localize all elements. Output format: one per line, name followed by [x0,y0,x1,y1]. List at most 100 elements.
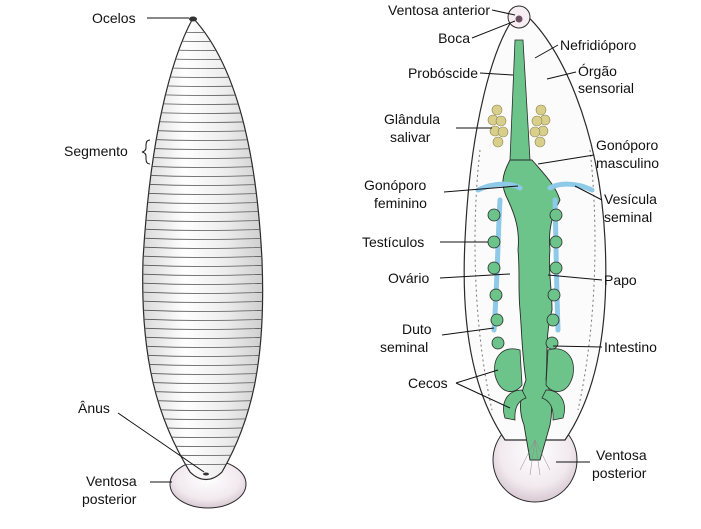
segment-ring [142,407,263,411]
segment-brace [141,139,151,165]
leader-ovario [439,273,511,279]
label-proboscide: Probóscide [408,65,478,81]
label-intestino: Intestino [604,339,657,355]
external-leech [142,16,264,509]
segment-ring [142,290,263,294]
segment-ring [142,146,263,150]
segment-ring [142,47,263,51]
leader-cecos-2 [455,382,511,409]
leader-gonoporo-masculino [537,154,595,165]
segment-ring [142,218,263,222]
segment-ring [142,200,263,204]
label-orgao-1: Órgão [578,63,617,79]
leader-proboscide [479,72,514,76]
body-segment-rings [142,29,263,465]
label-orgao-2: sensorial [578,80,634,96]
ocelli-spot [189,16,197,22]
segment-ring [142,29,263,33]
segment-ring [142,173,263,177]
segment-ring [142,398,263,402]
leader-cecos-1 [455,369,499,384]
label-ventosa-posterior-right-2: posterior [592,465,647,481]
segment-ring [142,182,263,186]
segment-ring [142,335,263,339]
segment-ring [142,83,263,87]
segment-ring [142,128,263,132]
segment-ring [142,434,263,438]
label-vesicula-2: seminal [604,209,652,225]
label-ventosa-posterior-left-2: posterior [82,491,137,507]
segment-ring [142,326,263,330]
label-gonoporo-f-1: Gonóporo [364,177,426,193]
leader-nefridioporo [534,44,559,59]
segment-ring [142,227,263,231]
segment-ring [142,191,263,195]
label-gonoporo-m-1: Gonóporo [596,137,658,153]
label-segmento: Segmento [64,143,128,159]
label-glandula-1: Glândula [384,111,440,127]
segment-ring [142,254,263,258]
segment-ring [142,425,263,429]
segment-ring [142,263,263,267]
leader-orgao-sensorial [546,71,577,80]
segment-ring [142,461,263,465]
nephridia-band-right [577,149,596,411]
leader-boca [471,20,516,39]
label-ocelos: Ocelos [92,10,136,26]
segment-ring [142,245,263,249]
salivary-glands [487,104,551,148]
leader-vesicula-seminal [574,185,603,201]
label-anus: Ânus [78,400,110,416]
nephridia-band-left [474,149,493,411]
segment-ring [142,380,263,384]
label-vesicula-1: Vesícula [604,191,657,207]
segment-ring [142,236,263,240]
label-papo: Papo [604,272,637,288]
internal-leech [463,5,607,503]
segment-ring [142,164,263,168]
segment-ring [142,281,263,285]
segment-ring [142,344,263,348]
leader-intestino [552,345,603,348]
segment-ring [142,416,263,420]
segment-ring [142,155,263,159]
segment-ring [142,272,263,276]
testes [487,208,563,350]
label-ventosa-anterior: Ventosa anterior [388,2,490,18]
segment-ring [142,353,263,357]
leader-duto-seminal [441,327,495,336]
label-gonoporo-f-2: feminino [374,195,427,211]
label-duto-1: Duto [402,321,432,337]
segment-ring [142,317,263,321]
posterior-sucker-rays [519,439,551,476]
label-boca: Boca [438,30,470,46]
segment-ring [142,101,263,105]
label-glandula-2: salivar [390,129,431,145]
label-ventosa-posterior-left-1: Ventosa [86,473,137,489]
leader-ventosa-anterior [491,9,516,16]
leader-gonoporo-feminino [443,185,519,193]
segment-ring [142,389,263,393]
segment-ring [142,209,263,213]
label-duto-2: seminal [380,339,428,355]
segment-ring [142,38,263,42]
label-testiculos: Testículos [362,234,424,250]
segment-ring [142,65,263,69]
caeca [494,348,574,421]
label-cecos: Cecos [408,375,448,391]
leader-anus [117,412,205,473]
segment-ring [142,299,263,303]
segment-ring [142,74,263,78]
segment-ring [142,119,263,123]
anus-spot [203,472,209,476]
mouth [515,15,523,23]
label-gonoporo-m-2: masculino [596,155,659,171]
label-ovario: Ovário [388,270,429,286]
segment-ring [142,92,263,96]
segment-ring [142,362,263,366]
segment-ring [142,308,263,312]
segment-ring [142,56,263,60]
segment-ring [142,452,263,456]
